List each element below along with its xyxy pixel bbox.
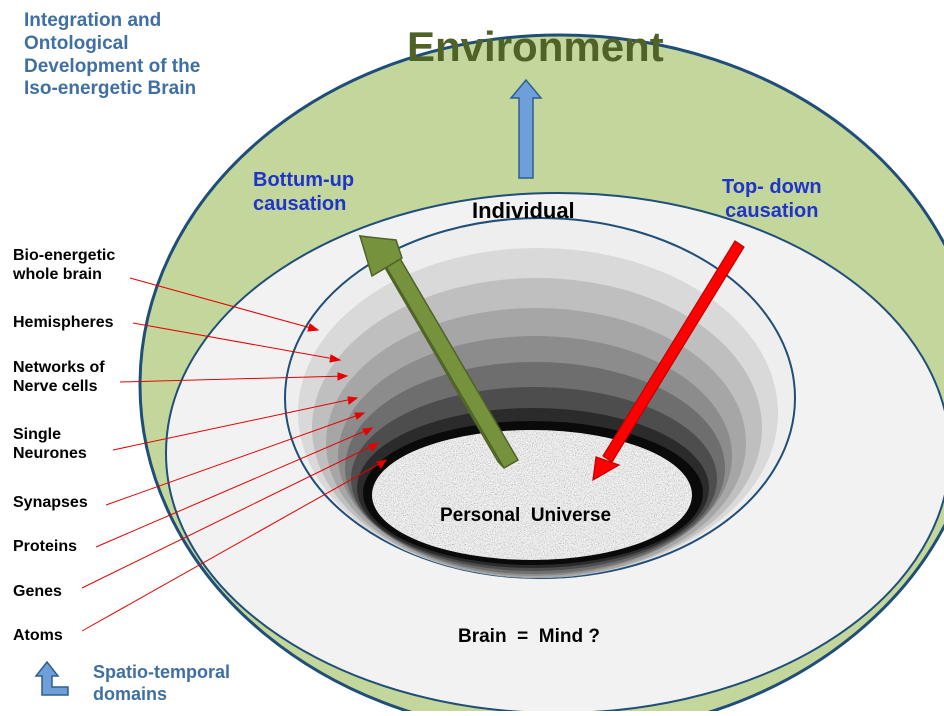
layer-label-line: Single [13, 426, 62, 443]
top-down-line: causation [725, 200, 819, 222]
pointer-head-networks [337, 372, 349, 381]
pointer-head-hemispheres [329, 354, 342, 363]
spatio-line: domains [93, 683, 168, 704]
bottom-up-arrow-head [358, 235, 403, 278]
pointer-head-genes [368, 442, 380, 452]
layer-label-line: Bio-energetic [13, 247, 116, 264]
pointer-head-proteins [362, 427, 374, 436]
top-down-line: Top- down [722, 176, 822, 198]
pointer-line-genes [81, 442, 379, 589]
title-line: Integration and [24, 10, 162, 31]
layer-label-line: Proteins [13, 538, 78, 555]
pointer-line-proteins [95, 427, 373, 548]
layer-label-line: Synapses [13, 494, 88, 511]
pointer-line-hemispheres [132, 322, 341, 361]
pointer-head-whole-brain [307, 323, 320, 332]
layer-label-whole-brain: Bio-energetic whole brain [13, 246, 115, 284]
individual-label: Individual [472, 198, 575, 223]
layer-label-synapses: Synapses [13, 493, 88, 512]
layer-label-line: Nerve cells [13, 378, 98, 396]
layer-label-genes: Genes [13, 582, 62, 601]
layer-label-hemispheres: Hemispheres [13, 313, 114, 332]
personal-universe-disc [372, 430, 692, 560]
layer-label-line: Networks of [13, 359, 105, 376]
title-line: Development of the [24, 55, 201, 77]
pointer-head-neurones [347, 396, 359, 405]
title-line: Iso-energetic Brain [24, 78, 197, 100]
spatio-line: Spatio-temporal [93, 662, 231, 682]
spatio-temporal-arrow-icon [34, 660, 69, 696]
layer-label-line: Atoms [13, 627, 63, 644]
layer-label-line: Genes [13, 583, 62, 600]
pointer-line-networks [119, 375, 348, 383]
layer-label-line: Neurones [13, 445, 87, 463]
pointer-line-neurones [112, 397, 358, 451]
pointer-line-synapses [105, 412, 365, 506]
layer-label-networks: Networks of Nerve cells [13, 358, 105, 396]
pointer-line-atoms [81, 459, 387, 632]
personal-universe-label: Personal Universe [440, 505, 612, 526]
layer-label-atoms: Atoms [13, 626, 63, 645]
top-down-causation-label: Top- down causation [722, 175, 822, 223]
brain-mind-label: Brain = Mind ? [458, 626, 600, 647]
title-line: Ontological [24, 32, 129, 54]
layer-label-line: Hemispheres [13, 314, 114, 331]
bottom-up-line: Bottum-up [253, 169, 355, 191]
bottom-up-line: causation [253, 193, 347, 215]
environment-label: Environment [407, 23, 664, 70]
pointer-head-atoms [376, 459, 388, 469]
diagram-title: Integration and Ontological Development … [24, 10, 200, 101]
top-down-arrow-head [592, 456, 621, 482]
layer-label-proteins: Proteins [13, 537, 77, 556]
spatio-temporal-label: Spatio-temporal domains [93, 662, 230, 705]
bottom-up-causation-label: Bottum-up causation [253, 168, 354, 216]
layer-label-line: whole brain [13, 266, 102, 284]
pointer-head-synapses [354, 412, 366, 420]
pointer-lines [81, 277, 388, 632]
environment-up-arrow [509, 78, 543, 179]
layer-label-neurones: Single Neurones [13, 425, 87, 463]
pointer-line-whole-brain [129, 277, 319, 331]
